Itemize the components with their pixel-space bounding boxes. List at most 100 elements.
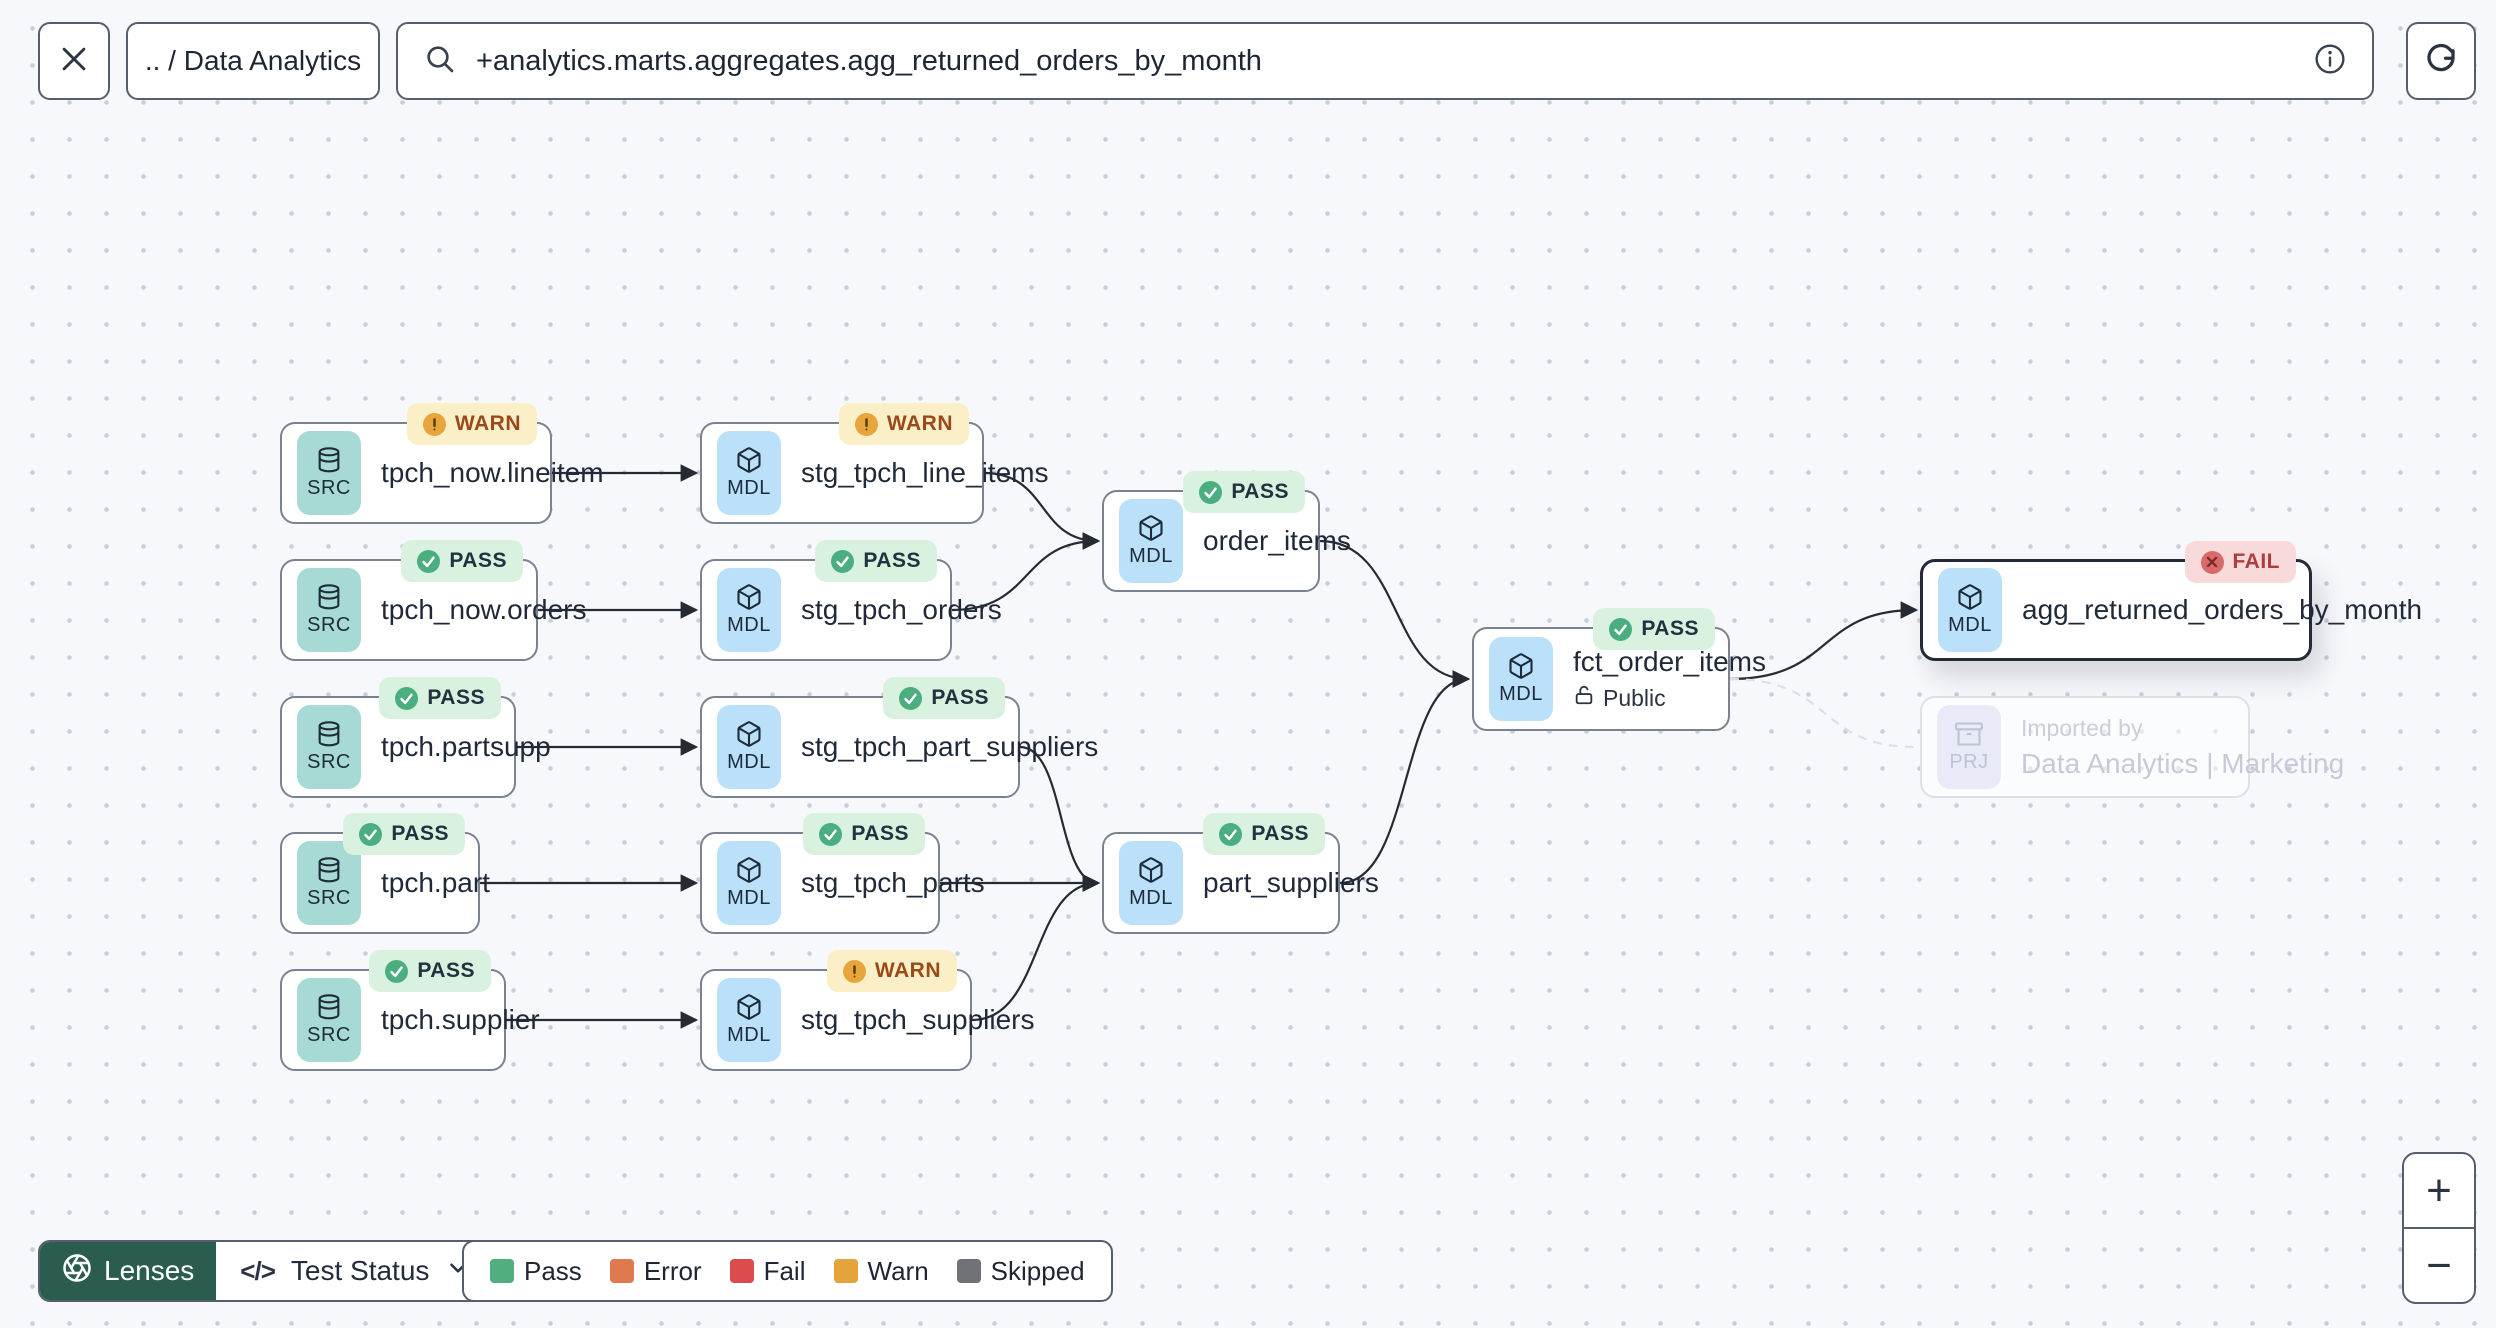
zoom-out-button[interactable]: − [2426, 1240, 2452, 1290]
ghost-node-text: Imported by Data Analytics | Marketing [2021, 715, 2344, 780]
mdl-icon: MDL [1119, 841, 1183, 925]
status-badge-pass: PASS [815, 540, 937, 582]
mdl-icon: MDL [717, 705, 781, 789]
status-badge-pass: PASS [343, 813, 465, 855]
edge-part_suppliers-to-fct_order_items [1339, 670, 1471, 885]
pass-status-icon [1609, 617, 1633, 641]
node-label: tpch.part [381, 867, 490, 898]
legend-swatch [956, 1259, 981, 1283]
refresh-icon [2423, 41, 2459, 82]
src-icon: SRC [297, 841, 361, 925]
graph-node-stg_tpch_line_items[interactable]: MDL stg_tpch_line_items WARN [700, 403, 1048, 524]
zoom-in-button[interactable]: + [2404, 1154, 2474, 1229]
lenses-button[interactable]: Lenses [40, 1242, 217, 1300]
lenses-label: Lenses [104, 1255, 195, 1286]
edge-order_items-to-fct_order_items [1319, 539, 1471, 688]
mdl-icon: MDL [717, 841, 781, 925]
graph-node-tpch_now_orders[interactable]: SRC tpch_now.orders PASS [280, 540, 586, 661]
pass-status-icon [395, 686, 419, 710]
status-badge-pass: PASS [803, 813, 925, 855]
close-icon [57, 42, 91, 81]
graph-node-imported_by[interactable]: PRJ Imported by Data Analytics | Marketin… [1920, 696, 2344, 798]
unlock-icon [1573, 684, 1595, 712]
status-badge-pass: PASS [379, 677, 501, 719]
mdl-icon: MDL [1119, 499, 1183, 583]
pass-status-icon [831, 549, 855, 573]
prj-icon: PRJ [1937, 705, 2001, 789]
legend-swatch [490, 1259, 514, 1283]
legend-item-warn: Warn [833, 1256, 929, 1287]
test-status-label: Test Status [290, 1255, 430, 1286]
info-icon[interactable] [2314, 43, 2346, 80]
status-badge-warn: WARN [838, 403, 969, 445]
mdl-icon: MDL [1489, 637, 1553, 721]
pass-status-icon [417, 549, 441, 573]
status-badge-fail: FAIL [2184, 541, 2296, 583]
search-input[interactable] [474, 43, 2296, 79]
access-label: Public [1573, 684, 1766, 712]
node-label: tpch_now.orders [381, 594, 587, 625]
warn-status-icon [422, 412, 446, 436]
legend-item-skipped: Skipped [956, 1256, 1085, 1287]
breadcrumb-label: .. / Data Analytics [144, 45, 362, 76]
pass-status-icon [385, 959, 409, 983]
aperture-icon [62, 1253, 92, 1290]
node-label: tpch.supplier [381, 1004, 540, 1035]
edge-stg_tpch_part_suppliers-to-part_suppliers [1019, 745, 1101, 892]
src-icon: SRC [297, 978, 361, 1062]
test-status-dropdown[interactable]: </> Test Status [216, 1242, 495, 1300]
imported-by-label: Imported by [2021, 714, 2143, 741]
node-label: stg_tpch_part_suppliers [801, 731, 1099, 762]
legend-item-fail: Fail [729, 1256, 806, 1287]
legend-swatch [729, 1259, 754, 1283]
node-label: agg_returned_orders_by_month [2022, 594, 2423, 625]
src-icon: SRC [297, 705, 361, 789]
warn-status-icon [842, 959, 866, 983]
graph-node-tpch_part[interactable]: SRC tpch.part PASS [280, 813, 490, 934]
status-badge-pass: PASS [1203, 813, 1325, 855]
mdl-icon: MDL [1938, 568, 2002, 652]
status-badge-pass: PASS [1183, 471, 1305, 513]
node-label: stg_tpch_parts [801, 867, 985, 898]
edge-stg_tpch_suppliers-to-part_suppliers [971, 874, 1101, 1022]
breadcrumb[interactable]: .. / Data Analytics [126, 22, 380, 100]
legend-swatch [609, 1259, 634, 1283]
legend-item-error: Error [609, 1256, 702, 1287]
status-badge-warn: WARN [406, 403, 537, 445]
pass-status-icon [819, 822, 843, 846]
node-label: stg_tpch_orders [801, 594, 1002, 625]
warn-status-icon [854, 412, 878, 436]
pass-status-icon [359, 822, 383, 846]
top-toolbar: .. / Data Analytics [0, 0, 2496, 120]
mdl-icon: MDL [717, 431, 781, 515]
graph-node-stg_tpch_parts[interactable]: MDL stg_tpch_parts PASS [700, 813, 985, 934]
mdl-icon: MDL [717, 978, 781, 1062]
src-icon: SRC [297, 568, 361, 652]
graph-node-order_items[interactable]: MDL order_items PASS [1102, 471, 1351, 592]
status-badge-warn: WARN [826, 950, 957, 992]
node-label: Data Analytics | Marketing [2021, 747, 2345, 779]
zoom-controls: + − [2402, 1152, 2476, 1304]
status-badge-pass: PASS [1593, 608, 1715, 650]
node-label: stg_tpch_line_items [801, 457, 1049, 488]
status-badge-pass: PASS [401, 540, 523, 582]
graph-node-agg_returned_orders_by_month[interactable]: MDL agg_returned_orders_by_month FAIL [1920, 541, 2422, 661]
search-bar[interactable] [396, 22, 2374, 100]
pass-status-icon [1219, 822, 1243, 846]
refresh-button[interactable] [2406, 22, 2476, 100]
lenses-control: Lenses </> Test Status [38, 1240, 498, 1302]
node-label: order_items [1203, 525, 1351, 556]
src-icon: SRC [297, 431, 361, 515]
close-button[interactable] [38, 22, 110, 100]
code-icon: </> [240, 1255, 276, 1286]
